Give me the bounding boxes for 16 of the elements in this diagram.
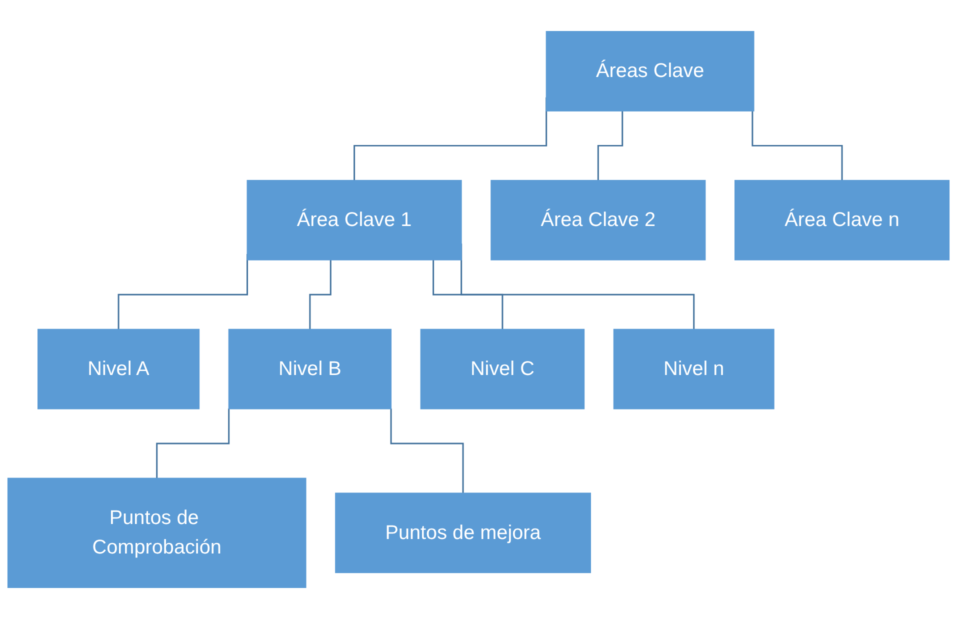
- node-box: Áreas Clave: [546, 31, 754, 112]
- connector: [432, 260, 504, 330]
- node-box: Nivel C: [420, 328, 585, 410]
- node-box: Puntos de mejora: [335, 492, 591, 574]
- node-box: Nivel B: [228, 328, 392, 410]
- connector: [156, 408, 230, 480]
- node-box: Puntos de Comprobación: [7, 478, 306, 588]
- node-box: Nivel n: [613, 328, 774, 410]
- connector: [309, 260, 332, 330]
- connector: [390, 408, 464, 494]
- connector: [597, 110, 624, 182]
- connector: [752, 110, 843, 182]
- node-box: Área Clave 1: [246, 180, 462, 260]
- node-box: Nivel A: [37, 328, 200, 410]
- node-box: Área Clave 2: [490, 180, 706, 260]
- node-box: Área Clave n: [734, 180, 950, 260]
